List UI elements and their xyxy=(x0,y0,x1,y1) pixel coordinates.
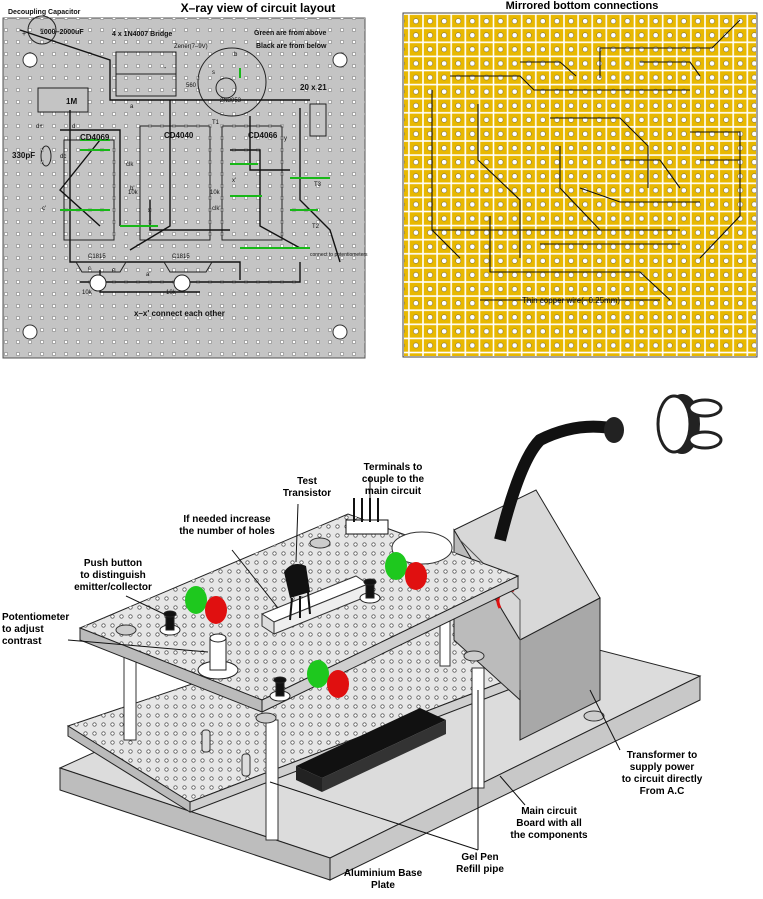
label-terminals: Terminals to couple to the main circuit xyxy=(361,462,425,497)
label-10k-d: 10k xyxy=(166,290,177,296)
label-green-note: Green are from above xyxy=(254,30,326,37)
ic-cd4066 xyxy=(221,125,283,241)
c1815-left xyxy=(75,261,127,273)
label-cd4069: CD4069 xyxy=(80,133,110,142)
label-decoupling: Decoupling Capacitor xyxy=(8,9,81,16)
decoupling-capacitor xyxy=(27,15,57,45)
label-cd4040: CD4040 xyxy=(164,131,194,140)
push-button xyxy=(159,610,181,636)
label-test-transistor: Test Transistor xyxy=(282,476,332,499)
label-grid-size: 20 x 21 xyxy=(300,83,327,92)
pin-dplus: d+ xyxy=(36,124,43,130)
nut xyxy=(255,712,277,724)
cap-330pf xyxy=(40,145,52,167)
pin-s: s xyxy=(212,70,215,76)
wire-note: Thin copper wire(~0.25mm) xyxy=(522,296,620,305)
resistor xyxy=(201,729,211,753)
copper-wires xyxy=(431,19,741,301)
label-cd4066: CD4066 xyxy=(248,131,278,140)
nut xyxy=(115,624,137,636)
led-pair-left xyxy=(185,586,227,624)
mount-hole xyxy=(332,52,348,68)
label-t3: T3 xyxy=(314,182,322,188)
mount-hole xyxy=(22,52,38,68)
resistor xyxy=(241,753,251,777)
resistor-1m xyxy=(37,87,89,113)
label-cap-value: 1000–2000uF xyxy=(40,29,84,36)
nut xyxy=(309,537,331,549)
led-pair-front xyxy=(307,660,349,698)
label-bridge: 4 x 1N4007 Bridge xyxy=(112,31,172,38)
label-transformer: Transformer to supply power to circuit d… xyxy=(621,750,703,797)
main-ic-chip xyxy=(296,708,446,778)
label-10k-b: 10k xyxy=(210,190,221,196)
assembly-illustration xyxy=(58,394,723,881)
label-gel-pen: Gel Pen Refill pipe xyxy=(456,852,504,875)
label-1m: 1M xyxy=(66,97,77,106)
pin-clk: clk xyxy=(126,162,134,168)
mount-hole xyxy=(332,324,348,340)
potentiometer xyxy=(197,633,239,680)
mount-hole xyxy=(22,324,38,340)
pin-ap: a' xyxy=(146,272,150,278)
label-t1: T1 xyxy=(212,120,220,126)
pin-a: a xyxy=(130,104,134,110)
label-zener: Zener(7–9V) xyxy=(174,44,208,50)
annotation-arrows xyxy=(67,476,621,851)
pot-right xyxy=(173,274,191,292)
label-push-button: Push button to distinguish emitter/colle… xyxy=(74,558,152,593)
nut xyxy=(463,650,485,662)
label-t2: T2 xyxy=(312,224,320,230)
label-10k-a: 10k xyxy=(128,190,139,196)
pin-y: y xyxy=(284,136,287,142)
label-2n3053: 2N3053 xyxy=(220,98,242,104)
pin-cp: c' xyxy=(42,206,46,212)
mirror-panel: Mirrored bottom connections Thin copper … xyxy=(402,0,758,358)
ic-cd4040 xyxy=(139,125,211,241)
label-black-note: Black are from below xyxy=(256,43,327,50)
led-pair-top xyxy=(385,552,427,590)
label-560: 560 xyxy=(186,83,197,89)
pin-c: c xyxy=(88,266,91,272)
filter-capacitor xyxy=(391,531,453,565)
label-holes: If needed increase the number of holes xyxy=(179,514,275,537)
push-button xyxy=(359,578,381,604)
label-connect-pot: connect to potentiometers xyxy=(310,252,368,258)
pin-dc: dc xyxy=(60,154,66,160)
pin-d: d xyxy=(72,124,75,130)
label-xx-note: x–x' connect each other xyxy=(134,309,225,318)
pin-plus: + xyxy=(22,31,26,38)
xray-panel: X–ray view of circuit layout xyxy=(2,1,368,359)
copper-pad-grid xyxy=(404,14,756,356)
pin-xp: x' xyxy=(232,178,236,184)
terminals xyxy=(345,498,389,535)
pin-clkp: clk' xyxy=(212,206,220,212)
power-cord xyxy=(494,420,622,542)
label-potentiometer: Potentiometer to adjust contrast xyxy=(2,612,70,647)
label-c1815-left: C1815 xyxy=(88,254,106,260)
label-330pf: 330pF xyxy=(12,151,35,160)
pin-x: x xyxy=(148,208,151,214)
label-base-plate: Aluminium Base Plate xyxy=(343,868,423,891)
pin-bp: b' xyxy=(130,186,134,192)
pin-minus: - xyxy=(164,65,167,72)
ac-plug xyxy=(656,394,723,454)
pin-b: b xyxy=(234,52,238,58)
label-c1815-right: C1815 xyxy=(172,254,190,260)
pot-left xyxy=(89,274,107,292)
pin-e: e xyxy=(112,268,116,274)
push-button xyxy=(269,676,291,702)
label-main-board: Main circuit Board with all the componen… xyxy=(510,806,588,841)
nut xyxy=(583,710,605,722)
xray-hole-grid xyxy=(3,18,365,358)
test-transistor xyxy=(284,564,311,621)
xray-title: X–ray view of circuit layout xyxy=(181,1,336,15)
power-transistor-outline xyxy=(197,47,267,117)
c1815-right xyxy=(163,261,213,273)
mirror-title: Mirrored bottom connections xyxy=(506,0,659,12)
label-10k-c: 10k xyxy=(82,290,93,296)
